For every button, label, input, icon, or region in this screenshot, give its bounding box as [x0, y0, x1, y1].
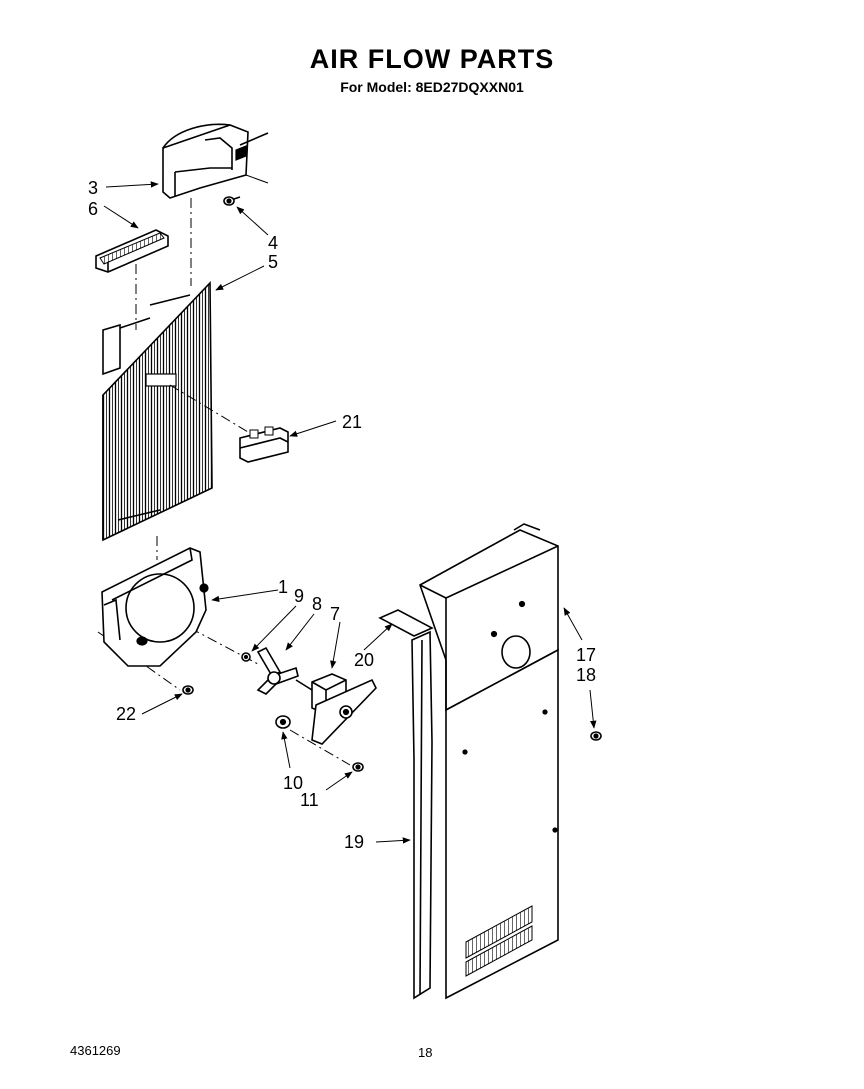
air-duct-part-3 [162, 123, 269, 199]
screw-part-4 [223, 196, 241, 206]
grille-part-6 [95, 229, 169, 273]
leader-arrows [103, 181, 597, 844]
grommet-part-10 [275, 715, 291, 729]
callout-3: 3 [88, 178, 98, 198]
callout-5: 5 [268, 252, 278, 272]
seal-part-20 [378, 609, 434, 637]
model-subtitle: For Model: 8ED27DQXXN01 [340, 79, 524, 95]
page-title: AIR FLOW PARTS [309, 44, 555, 74]
vent-slots [465, 905, 533, 977]
rear-panel-part-17 [419, 523, 559, 1000]
callout-8: 8 [312, 594, 322, 614]
duct-part-19 [411, 630, 433, 1000]
fan-shroud-part-1 [101, 547, 209, 667]
screw-part-22 [182, 685, 194, 695]
callout-6: 6 [88, 199, 98, 219]
page-number: 18 [418, 1045, 433, 1060]
callout-20: 20 [354, 650, 374, 670]
callout-9: 9 [294, 586, 304, 606]
callout-18: 18 [576, 665, 596, 685]
callout-11: 11 [300, 790, 319, 810]
washer-part-9 [241, 652, 251, 662]
callout-19: 19 [344, 832, 364, 852]
callout-1: 1 [278, 577, 288, 597]
fan-blade-part-8 [256, 646, 299, 695]
callout-17: 17 [576, 645, 596, 665]
callout-21: 21 [342, 412, 362, 432]
screw-part-11 [352, 762, 364, 772]
callout-7: 7 [330, 604, 340, 624]
screw-part-18 [590, 731, 602, 741]
bracket-part-21 [239, 426, 289, 463]
callout-22: 22 [116, 704, 136, 724]
fan-motor-part-7 [295, 673, 377, 745]
document-number: 4361269 [70, 1043, 121, 1058]
callout-4: 4 [268, 233, 278, 253]
evaporator-cover-part-5 [102, 281, 213, 542]
callout-10: 10 [283, 773, 303, 793]
